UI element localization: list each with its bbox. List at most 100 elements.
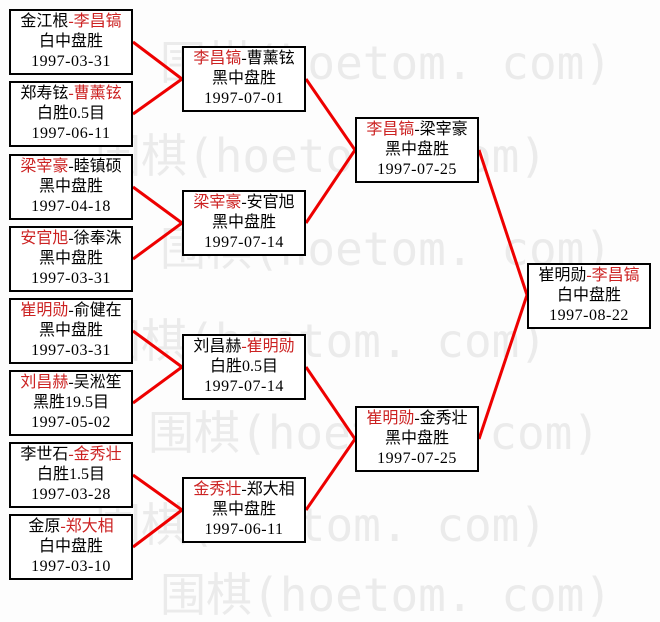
player2-name: 吴淞笙 — [73, 374, 122, 391]
connector-line — [132, 508, 183, 549]
match-date: 1997-07-14 — [204, 378, 284, 395]
separator-dash: - — [414, 410, 420, 427]
player1-name: 郑寿铉 — [20, 85, 69, 102]
match-result: 黑中盘胜 — [38, 250, 103, 267]
match-date: 1997-03-31 — [31, 342, 111, 359]
watermark-text: 围棋(hoetom. com) — [95, 314, 548, 368]
match-date: 1997-07-25 — [377, 450, 457, 467]
separator-dash: - — [68, 374, 74, 391]
match-box-round2-4: 金秀壮-郑大相 黑中盘胜 1997-06-11 — [182, 477, 306, 543]
player1-name: 崔明勋 — [366, 410, 415, 427]
match-result: 黑中盘胜 — [384, 430, 449, 447]
connector-group — [132, 40, 529, 549]
connector-line — [304, 149, 357, 224]
separator-dash: - — [68, 446, 74, 463]
watermark-text: 围棋(hoetom. com) — [95, 498, 548, 552]
connector-line — [132, 40, 183, 81]
player1-name: 金秀壮 — [193, 481, 242, 498]
connector-line — [132, 473, 183, 512]
match-box-semifinal-1: 李昌镐-梁宰豪 黑中盘胜 1997-07-25 — [355, 117, 479, 183]
match-players: 刘昌赫-吴淞笙 — [11, 373, 131, 393]
player1-name: 刘昌赫 — [193, 338, 242, 355]
player2-name: 崔明勋 — [246, 338, 295, 355]
player2-name: 郑大相 — [65, 518, 114, 535]
match-players: 郑寿铉-曹薰铉 — [11, 84, 131, 104]
match-date: 1997-07-25 — [377, 161, 457, 178]
match-box-round1-2: 郑寿铉-曹薰铉 白胜0.5目 1997-06-11 — [9, 81, 133, 147]
player2-name: 李昌镐 — [73, 13, 122, 30]
match-players: 梁宰豪-安官旭 — [184, 193, 304, 213]
match-result: 黑胜19.5目 — [32, 394, 109, 411]
match-box-round1-8: 金原-郑大相 白中盘胜 1997-03-10 — [9, 514, 133, 580]
match-players: 金秀壮-郑大相 — [184, 480, 304, 500]
separator-dash: - — [241, 194, 247, 211]
match-result: 黑中盘胜 — [384, 141, 449, 158]
match-date: 1997-05-02 — [31, 414, 111, 431]
match-players: 李世石-金秀壮 — [11, 445, 131, 465]
player2-name: 梁宰豪 — [419, 121, 468, 138]
match-box-round1-1: 金江根-李昌镐 白中盘胜 1997-03-31 — [9, 9, 133, 75]
player1-name: 刘昌赫 — [20, 374, 69, 391]
match-players: 刘昌赫-崔明勋 — [184, 337, 304, 357]
match-box-final: 崔明勋-李昌镐 白中盘胜 1997-08-22 — [527, 263, 651, 329]
bracket-connectors — [132, 40, 529, 549]
match-box-round1-4: 安官旭-徐奉洙 黑中盘胜 1997-03-31 — [9, 226, 133, 292]
match-result: 黑中盘胜 — [38, 322, 103, 339]
separator-dash: - — [60, 518, 66, 535]
connector-line — [132, 185, 183, 225]
match-date: 1997-03-28 — [31, 486, 111, 503]
player1-name: 金江根 — [20, 13, 69, 30]
match-result: 黑中盘胜 — [211, 501, 276, 518]
match-date: 1997-06-11 — [31, 125, 111, 142]
tournament-bracket-page: { "page": { "background": "#fdfdfd" }, "… — [9, 9, 651, 618]
player2-name: 俞健在 — [73, 302, 122, 319]
separator-dash: - — [68, 158, 74, 175]
player2-name: 金秀壮 — [73, 446, 122, 463]
match-result: 白中盘胜 — [38, 538, 103, 555]
match-players: 李昌镐-梁宰豪 — [357, 120, 477, 140]
separator-dash: - — [241, 50, 247, 67]
match-result: 白中盘胜 — [556, 287, 621, 304]
match-players: 崔明勋-俞健在 — [11, 301, 131, 321]
separator-dash: - — [241, 481, 247, 498]
match-date: 1997-07-14 — [204, 234, 284, 251]
player1-name: 崔明勋 — [538, 267, 587, 284]
match-result: 白中盘胜 — [38, 33, 103, 50]
match-date: 1997-03-31 — [31, 270, 111, 287]
player2-name: 曹薰铉 — [246, 50, 295, 67]
player1-name: 李世石 — [20, 446, 69, 463]
match-box-round2-1: 李昌镐-曹薰铉 黑中盘胜 1997-07-01 — [182, 46, 306, 112]
player2-name: 睦镇硕 — [73, 158, 122, 175]
connector-line — [477, 294, 529, 440]
match-result: 白胜1.5目 — [36, 466, 105, 483]
player1-name: 崔明勋 — [20, 302, 69, 319]
player2-name: 曹薰铉 — [73, 85, 122, 102]
separator-dash: - — [68, 85, 74, 102]
match-players: 梁宰豪-睦镇硕 — [11, 157, 131, 177]
connector-line — [304, 438, 357, 511]
match-players: 崔明勋-金秀壮 — [357, 409, 477, 429]
player1-name: 李昌镐 — [366, 121, 415, 138]
match-box-round2-3: 刘昌赫-崔明勋 白胜0.5目 1997-07-14 — [182, 334, 306, 400]
match-result: 黑中盘胜 — [38, 178, 103, 195]
connector-line — [304, 366, 357, 440]
match-date: 1997-04-18 — [31, 198, 111, 215]
match-players: 金江根-李昌镐 — [11, 12, 131, 32]
match-players: 崔明勋-李昌镐 — [529, 266, 649, 286]
match-result: 黑中盘胜 — [211, 70, 276, 87]
separator-dash: - — [241, 338, 247, 355]
match-date: 1997-03-31 — [31, 53, 111, 70]
match-result: 黑中盘胜 — [211, 214, 276, 231]
player1-name: 安官旭 — [20, 230, 69, 247]
separator-dash: - — [414, 121, 420, 138]
match-date: 1997-07-01 — [204, 90, 284, 107]
match-box-round1-3: 梁宰豪-睦镇硕 黑中盘胜 1997-04-18 — [9, 154, 133, 220]
match-date: 1997-06-11 — [204, 521, 284, 538]
match-result: 白胜0.5目 — [36, 105, 105, 122]
match-box-round2-2: 梁宰豪-安官旭 黑中盘胜 1997-07-14 — [182, 190, 306, 256]
connector-line — [132, 329, 183, 369]
player1-name: 李昌镐 — [193, 50, 242, 67]
player1-name: 梁宰豪 — [20, 158, 69, 175]
player2-name: 李昌镐 — [591, 267, 640, 284]
separator-dash: - — [68, 230, 74, 247]
